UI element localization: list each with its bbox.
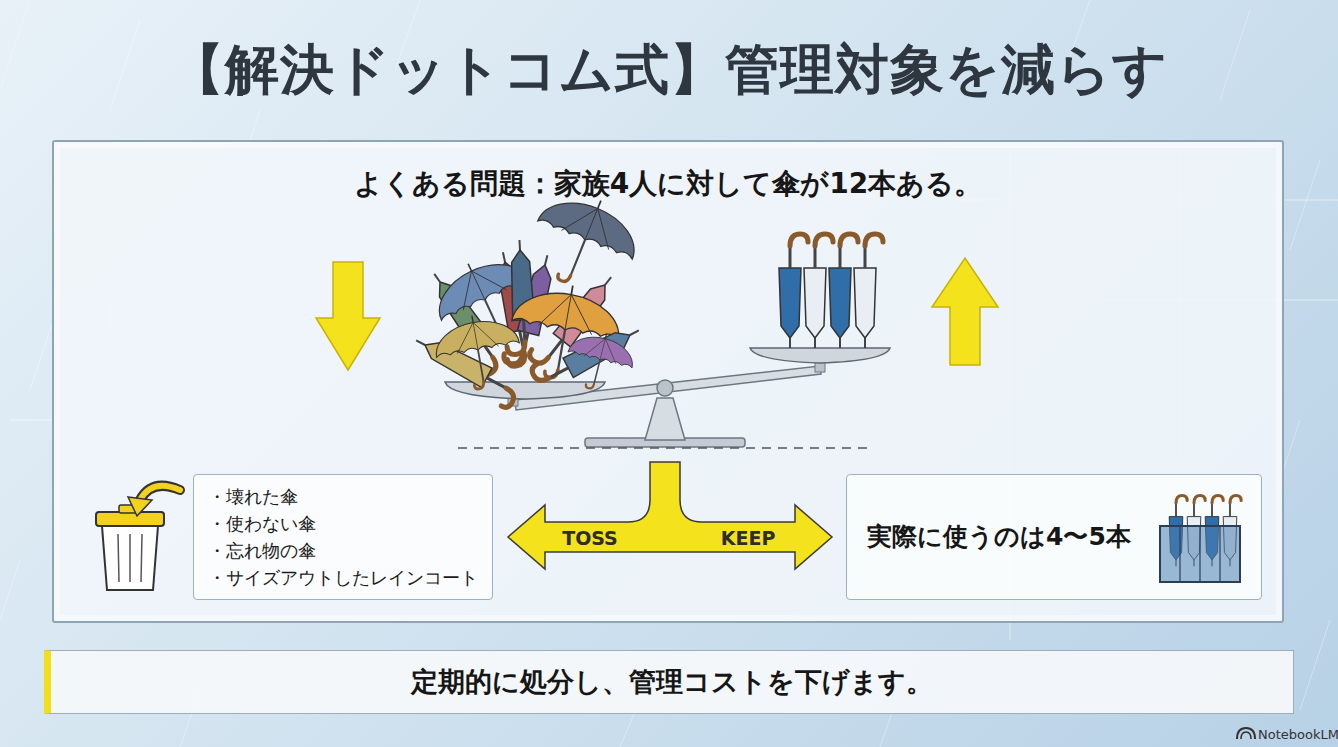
umbrella-pile-part: [520, 181, 648, 302]
umbrella-stand-part: [1180, 526, 1220, 582]
balance-scale-part: [815, 356, 825, 372]
keep-box: 実際に使うのは4〜5本: [846, 474, 1262, 600]
balance-scale-part: [585, 438, 745, 447]
rain-streaks-part: [1300, 620, 1330, 710]
umbrella-pile-part: [502, 239, 537, 354]
trash-can-part: [96, 512, 164, 526]
watermark-icon: [1237, 728, 1255, 739]
node-text: ・壊れた傘: [208, 483, 478, 510]
node-text: よくある問題：家族4人に対して傘が12本ある。: [54, 164, 1282, 204]
kept-umbrellas-part: [779, 234, 808, 348]
balance-scale: [445, 348, 890, 447]
toss-list-box: ・壊れた傘・使わない傘・忘れ物の傘・サイズアウトしたレインコート: [193, 474, 493, 600]
umbrella-pile: [408, 181, 648, 409]
node-text: 定期的に処分し、管理コストを下げます。: [411, 664, 933, 700]
trash-can-part: [140, 486, 180, 500]
toss-keep-arrow: [508, 462, 832, 569]
umbrella-pile-part: [431, 308, 526, 395]
trash-can-part: [140, 486, 180, 500]
umbrella-stand-part: [1169, 496, 1187, 567]
umbrella-pile-part: [425, 243, 548, 360]
umbrella-pile-part: [502, 251, 558, 369]
node-text: 実際に使うのは4〜5本: [867, 520, 1131, 554]
umbrella-pile-part: [527, 266, 620, 374]
node-text: ・使わない傘: [208, 510, 478, 537]
watermark: NotebookLM: [1258, 727, 1338, 742]
rain-streaks-part: [0, 0, 30, 90]
node-text: ・忘れ物の傘: [208, 537, 478, 564]
umbrella-stand-part: [1205, 496, 1223, 567]
umbrella-pile-part: [485, 250, 537, 368]
kept-umbrellas-part: [804, 234, 833, 348]
down-arrow: [316, 262, 380, 370]
umbrella-pile-part: [561, 325, 639, 397]
rain-streaks-part: [110, 20, 140, 110]
rain-streaks-part: [1220, 10, 1250, 100]
rain-streaks-part: [0, 560, 20, 650]
down-arrow-part: [316, 262, 380, 370]
toss-keep-arrow-part: [508, 462, 832, 569]
problem-panel: よくある問題：家族4人に対して傘が12本ある。・壊れた傘・使わない傘・忘れ物の傘…: [52, 140, 1284, 623]
up-arrow-part: [932, 258, 998, 365]
balance-scale-part: [515, 366, 821, 410]
umbrella-stand-part: [1160, 526, 1240, 582]
trash-can: [96, 486, 180, 590]
umbrella-pile-part: [530, 314, 644, 393]
summary-band: 定期的に処分し、管理コストを下げます。: [44, 650, 1294, 714]
umbrella-pile-part: [503, 276, 626, 388]
balance-scale-part: [657, 380, 673, 396]
rain-streaks-part: [1290, 160, 1320, 250]
kept-umbrellas-part: [829, 234, 858, 348]
kept-umbrellas-part: [854, 234, 883, 348]
scale-dashed-line: [458, 447, 872, 449]
balance-scale-part: [750, 348, 890, 363]
balance-scale-part: [508, 388, 518, 406]
up-arrow: [932, 258, 998, 365]
kept-umbrellas: [779, 234, 883, 348]
trash-can-part: [128, 497, 152, 516]
node-text: ・サイズアウトしたレインコート: [208, 564, 478, 591]
balance-scale-part: [445, 382, 605, 399]
trash-can-part: [119, 505, 141, 513]
umbrella-pile-part: [408, 331, 522, 410]
trash-can-part: [118, 534, 142, 582]
trash-can-part: [102, 526, 158, 590]
umbrella-stand-part: [1187, 496, 1205, 567]
umbrella-stand-part: [1223, 496, 1241, 567]
watermark-icon-part: [1237, 728, 1255, 739]
page-title: 【解決ドットコム式】管理対象を減らす: [0, 30, 1338, 110]
balance-scale-part: [645, 398, 685, 440]
umbrella-stand: [1160, 496, 1241, 582]
umbrella-pile-part: [420, 267, 509, 377]
watermark-icon-part: [1241, 732, 1251, 739]
